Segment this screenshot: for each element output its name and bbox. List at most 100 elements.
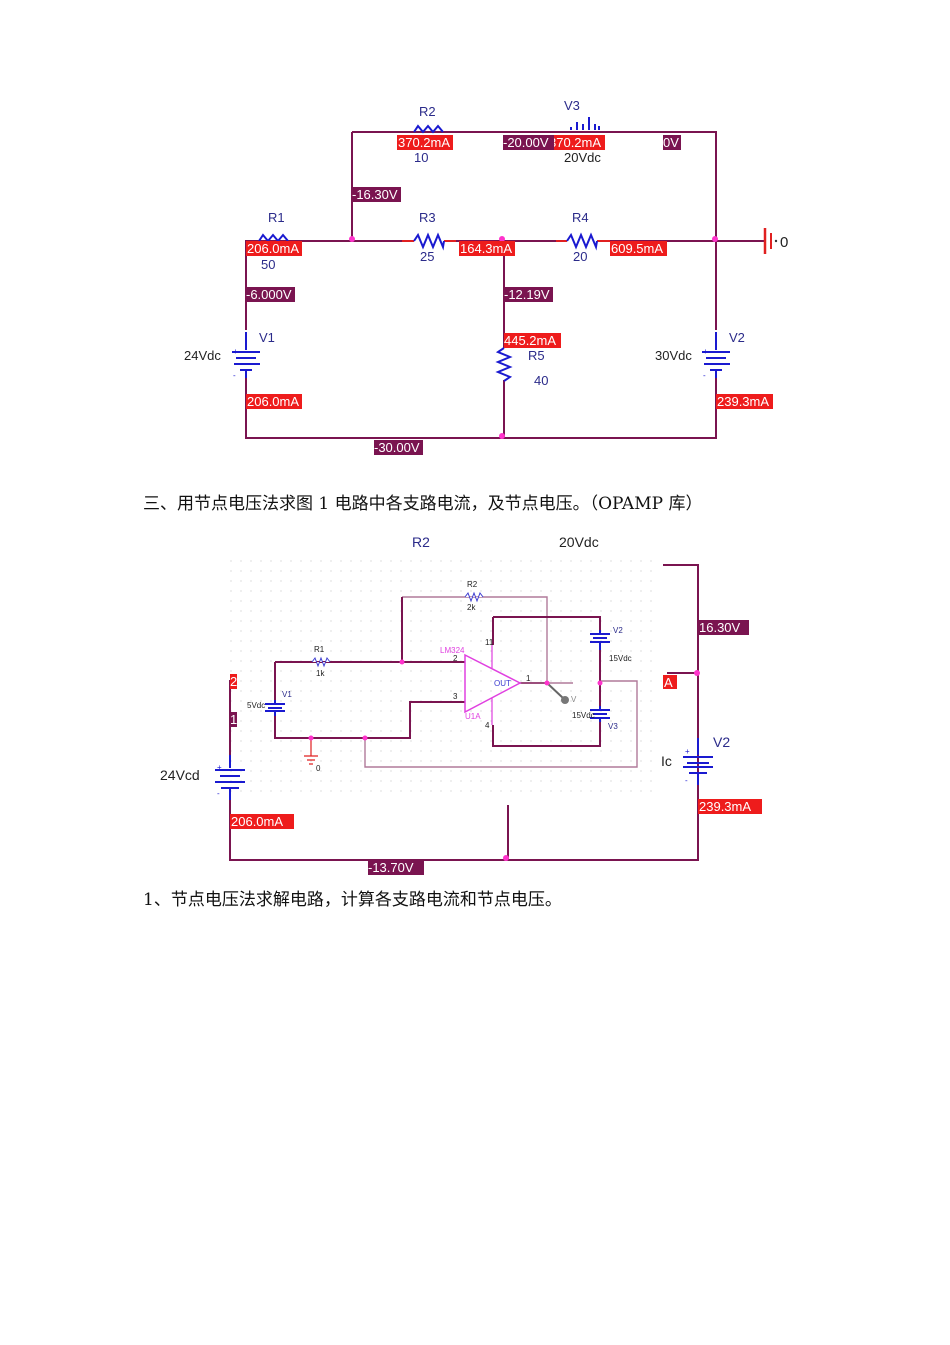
resistor-r5-icon — [495, 347, 513, 382]
voltage-v3-minus: -20.00V — [503, 135, 549, 150]
wire-outer — [229, 564, 699, 861]
resistor-r3-icon — [413, 232, 445, 251]
pin-out: 1 — [526, 674, 531, 683]
voltage-node-r5: -12.19V — [504, 287, 550, 302]
r4-value: 20 — [573, 249, 587, 264]
wire-loop — [245, 131, 717, 439]
r2-inner-value: 2k — [467, 603, 476, 612]
v2-inner-value: 15Vdc — [609, 654, 632, 663]
current-r3: 164.3mA — [460, 241, 512, 256]
r5-name: R5 — [528, 348, 545, 363]
header-r2: R2 — [412, 534, 430, 550]
ground-inner-icon: 0 — [304, 738, 321, 773]
v2-value: 30Vdc — [655, 348, 692, 363]
ground-label: 0 — [780, 234, 788, 251]
left-marker-top: 2 — [230, 674, 237, 689]
pin-vpos: 11 — [485, 638, 494, 647]
current-v1: 206.0mA — [247, 394, 299, 409]
r4-name: R4 — [572, 210, 589, 225]
node-a-label: A — [664, 675, 673, 690]
voltage-node-left-top: -16.30V — [352, 187, 398, 202]
svg-text:-: - — [233, 371, 236, 380]
v2-inner-name: V2 — [613, 626, 623, 635]
r5-value: 40 — [534, 373, 548, 388]
current-r4: 609.5mA — [611, 241, 663, 256]
v1-name: V1 — [259, 330, 275, 345]
v3-name: V3 — [564, 98, 580, 113]
left-source-label: 24Vcd — [160, 767, 200, 783]
current-v3: 370.2mA — [549, 135, 601, 150]
ground-icon — [763, 228, 778, 254]
svg-text:+: + — [703, 347, 708, 356]
current-v2: 239.3mA — [717, 394, 769, 409]
current-right: 239.3mA — [699, 799, 751, 814]
v3-inner-name: V3 — [608, 722, 618, 731]
opamp-icon: LM324 U1A OUT 2 3 1 11 4 — [440, 638, 531, 730]
voltage-node-v1: -6.000V — [246, 287, 292, 302]
section-caption: 三、用节点电压法求图 1 电路中各支路电流，及节点电压。（OPAMP 库） — [143, 494, 703, 514]
resistor-r2-icon — [413, 124, 444, 134]
current-r5: 445.2mA — [504, 333, 556, 348]
battery-v3-icon — [570, 117, 600, 130]
current-r1: 206.0mA — [247, 241, 299, 256]
svg-text:+: + — [217, 763, 222, 772]
battery-v2-icon: + - — [702, 332, 730, 380]
right-source-value: Ic — [661, 753, 672, 769]
battery-v2-outer-icon: + - — [683, 738, 713, 785]
battery-v2-inner-icon — [590, 630, 610, 650]
svg-text:+: + — [233, 347, 238, 356]
task-caption: 1、节点电压法求解电路，计算各支路电流和节点电压。 — [143, 890, 562, 910]
opamp-ref: U1A — [465, 712, 481, 721]
battery-v1-icon: + - — [232, 332, 260, 380]
v3-value: 20Vdc — [564, 150, 601, 165]
pin-noninv: 3 — [453, 692, 458, 701]
resistor-r1-icon — [258, 233, 289, 243]
current-r2: 370.2mA — [398, 135, 450, 150]
v3-inner-value: 15Vdc — [572, 711, 595, 720]
battery-v1-inner-icon — [265, 700, 285, 716]
voltage-top-right: 0V — [663, 135, 679, 150]
v1-inner-value: 5Vdc — [247, 701, 265, 710]
v1-inner-name: V1 — [282, 690, 292, 699]
svg-text:-: - — [217, 789, 220, 798]
resistor-r2-inner-icon — [464, 591, 484, 603]
battery-v3-inner-icon — [590, 706, 610, 722]
voltage-bottom: -30.00V — [374, 440, 420, 455]
battery-24v-icon: + - — [215, 755, 245, 800]
svg-text:-: - — [685, 776, 688, 785]
junction-dot — [499, 236, 505, 242]
r3-value: 25 — [420, 249, 434, 264]
left-marker-mid: 1 — [230, 712, 237, 727]
voltage-bottom-2: -13.70V — [368, 860, 414, 875]
svg-text:-: - — [703, 371, 706, 380]
voltage-right: 16.30V — [699, 620, 741, 635]
ground-inner-label: 0 — [316, 764, 321, 773]
junction-dot — [499, 433, 505, 439]
current-left: 206.0mA — [231, 814, 283, 829]
r1-name: R1 — [268, 210, 285, 225]
r2-inner-name: R2 — [467, 580, 478, 589]
r2-name: R2 — [419, 104, 436, 119]
opamp-part: LM324 — [440, 646, 465, 655]
right-source-name: V2 — [713, 734, 730, 750]
probe-label: V — [571, 695, 577, 704]
voltage-probe-icon: V — [546, 682, 577, 704]
opamp-out: OUT — [494, 679, 511, 688]
v1-value: 24Vdc — [184, 348, 221, 363]
r2-value: 10 — [414, 150, 428, 165]
v2-name: V2 — [729, 330, 745, 345]
r1-inner-name: R1 — [314, 645, 325, 654]
r3-name: R3 — [419, 210, 436, 225]
r1-value: 50 — [261, 257, 275, 272]
pin-inv: 2 — [453, 654, 458, 663]
figure-2-circuit: R2 20Vdc + - + - 24Vcd Ic V2 — [160, 534, 762, 875]
junction-dot — [349, 236, 355, 242]
resistor-r4-icon — [566, 232, 598, 251]
resistor-r1-inner-icon — [311, 656, 331, 668]
r1-inner-value: 1k — [316, 669, 325, 678]
pin-vneg: 4 — [485, 721, 490, 730]
header-v: 20Vdc — [559, 534, 599, 550]
svg-text:+: + — [685, 747, 690, 756]
junction-dot — [712, 236, 718, 242]
